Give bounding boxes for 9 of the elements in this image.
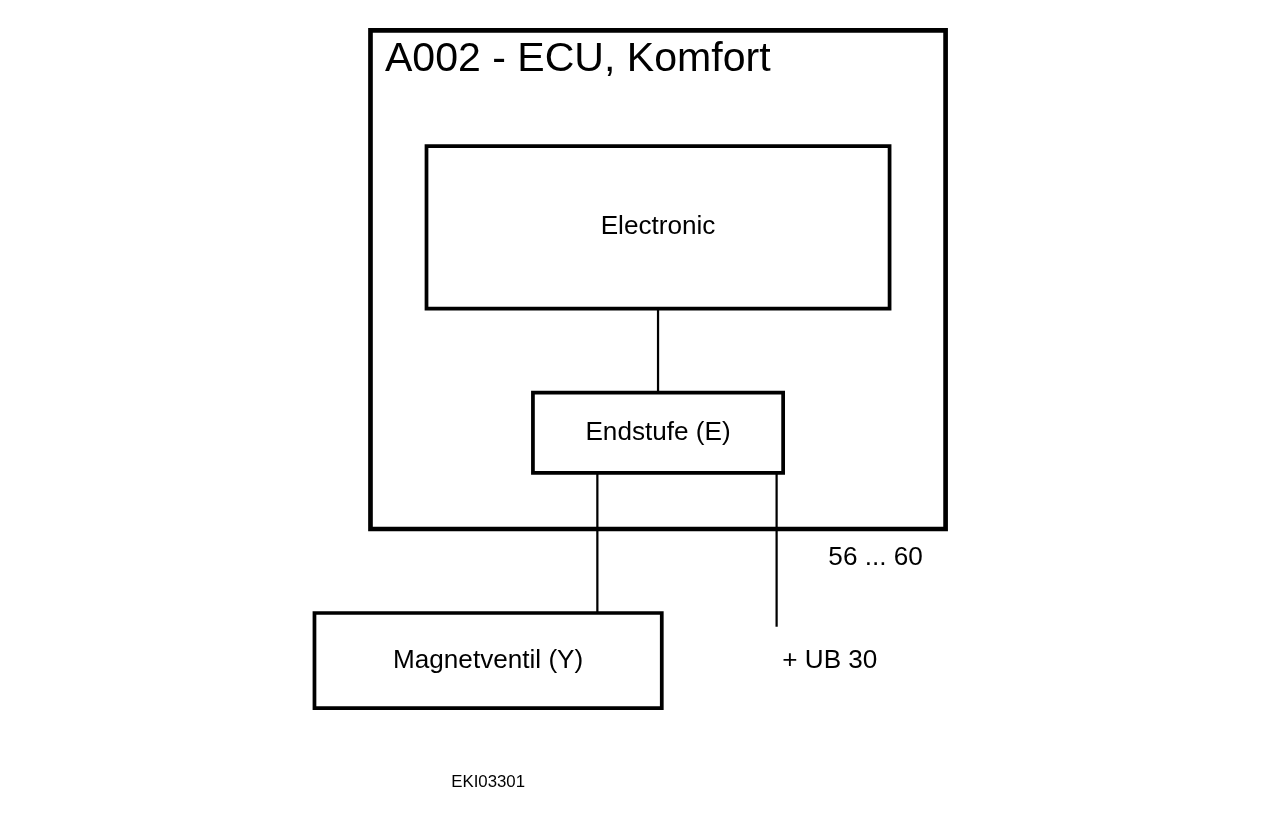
connector bbox=[656, 309, 659, 393]
node-box: Endstufe (E) bbox=[530, 390, 785, 475]
label: EKI03301 bbox=[450, 772, 525, 792]
node-box: Electronic bbox=[424, 144, 891, 311]
edge-label: 56 ... 60 bbox=[827, 540, 923, 571]
connector bbox=[775, 473, 778, 627]
node-text: + UB 30 bbox=[781, 643, 877, 674]
node-box: Magnetventil (Y) bbox=[312, 611, 664, 711]
connector bbox=[595, 473, 598, 613]
